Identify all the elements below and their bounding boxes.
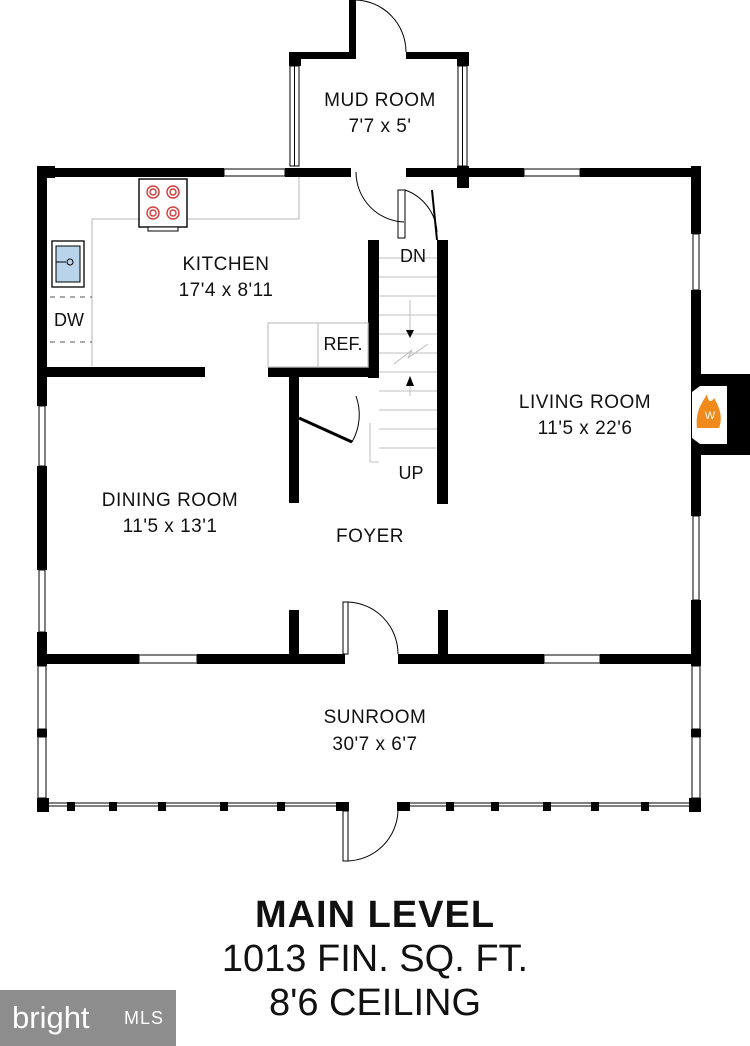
exterior-windows — [38, 168, 700, 664]
stove-icon — [138, 178, 188, 232]
sunroom-door-leaf — [342, 810, 349, 862]
stairs-up-label: UP — [398, 463, 424, 483]
logo-brand: bright — [12, 1000, 90, 1035]
ceiling-text: 8'6 CEILING — [268, 982, 482, 1024]
refrigerator-label: REF. — [323, 334, 363, 354]
kitchen-counters — [91, 177, 369, 368]
sunroom-windows — [37, 665, 701, 807]
foyer-door-leaf — [342, 601, 349, 655]
staircase — [369, 257, 437, 463]
logo-suffix: MLS — [124, 1008, 165, 1028]
area-text: 1013 FIN. SQ. FT. — [221, 938, 529, 980]
mud-room-label: MUD ROOM — [324, 90, 436, 111]
stair-arrows — [406, 330, 414, 386]
level-title: MAIN LEVEL — [254, 894, 496, 936]
mud-room-inner-door — [355, 171, 405, 223]
sunroom-dims: 30'7 x 6'7 — [332, 734, 418, 755]
mud-room-windows — [289, 65, 468, 167]
dishwasher-outline — [50, 296, 92, 343]
kitchen-label: KITCHEN — [182, 254, 270, 275]
closet-door — [298, 416, 353, 444]
sunroom-label: SUNROOM — [323, 707, 427, 728]
kitchen-dims: 17'4 x 8'11 — [178, 280, 274, 301]
exterior-walls — [37, 166, 701, 666]
closet-door-swing — [351, 395, 360, 443]
fireplace — [692, 374, 750, 455]
dishwasher-label: DW — [54, 310, 84, 330]
living-room-dims: 11'5 x 22'6 — [537, 418, 633, 439]
foyer-entry-door — [347, 601, 399, 655]
stair-door-leaf — [431, 189, 438, 241]
interior-walls — [47, 240, 448, 656]
mud-room-dims: 7'7 x 5' — [348, 116, 412, 137]
mud-room-entry-door — [355, 0, 407, 53]
living-room-label: LIVING ROOM — [518, 392, 652, 413]
dining-room-dims: 11'5 x 13'1 — [122, 516, 218, 537]
sink-icon — [51, 240, 85, 288]
mud-room-walls — [289, 0, 469, 66]
fireplace-wood-label: W — [704, 410, 716, 422]
dining-room-label: DINING ROOM — [101, 490, 239, 511]
stair-door — [397, 189, 406, 239]
stairs-down-label: DN — [400, 246, 426, 266]
bright-mls-logo: bright MLS — [0, 990, 176, 1046]
fire-icon — [696, 394, 721, 428]
foyer-label: FOYER — [336, 526, 404, 547]
sunroom-entry-door — [347, 810, 399, 862]
